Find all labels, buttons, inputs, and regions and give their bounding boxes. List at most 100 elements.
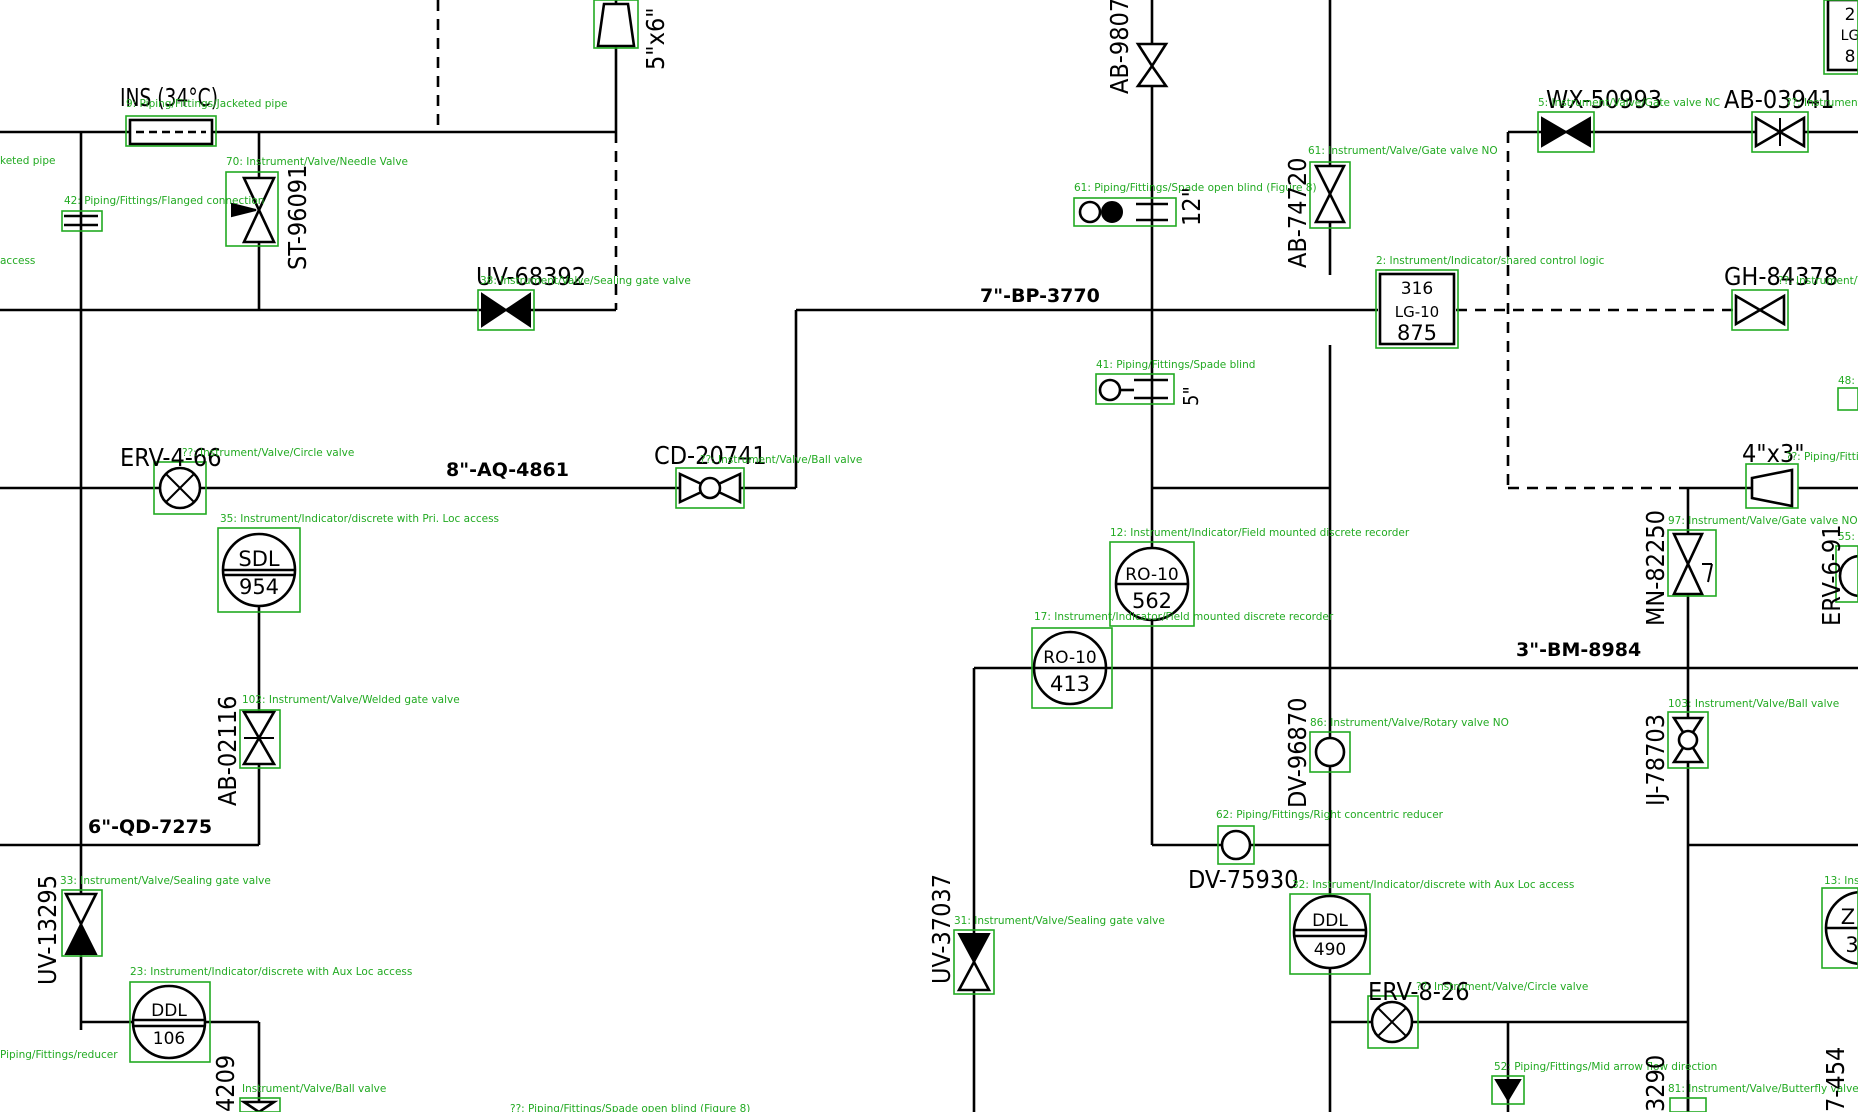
reducer-4x3-icon <box>1745 463 1799 509</box>
gate-valve-gh84378-icon <box>1731 289 1789 331</box>
recorder-ro562: RO-10 562 <box>1109 541 1195 627</box>
ddl106-top: DDL <box>151 1001 187 1021</box>
needle-valve-icon <box>225 171 279 247</box>
ann-ball2: 103: Instrument/Valve/Ball valve <box>1668 698 1839 710</box>
flanged-connection-icon <box>61 210 103 232</box>
concentric-reducer-icon <box>1217 825 1255 865</box>
ann-ab03941: ??: Instrument/Valve/... <box>1786 97 1858 109</box>
spade-blind-icon <box>1095 373 1175 405</box>
ann-ddl106: 23: Instrument/Indicator/discrete with A… <box>130 966 412 978</box>
ann-flanged: 42: Piping/Fittings/Flanged connection <box>64 195 264 207</box>
ann-spade-open: 61: Piping/Fittings/Spade open blind (Fi… <box>1074 182 1317 194</box>
ann-circle1: ??: Instrument/Valve/Circle valve <box>182 447 354 459</box>
tag-blind-5: 5" <box>1179 386 1203 406</box>
ball-valve-2-icon <box>1667 711 1709 769</box>
indicator-ddl490: DDL 490 <box>1289 893 1371 975</box>
tag-cd20741: CD-20741 <box>654 441 767 470</box>
ann-reducer-left: Piping/Fittings/reducer <box>0 1049 118 1061</box>
flow-arrow-icon <box>1491 1075 1525 1105</box>
gate-valve-no-icon <box>1309 161 1351 229</box>
tag-ab02116: AB-02116 <box>213 696 242 806</box>
tag-mn82250: MN-82250 <box>1641 510 1670 626</box>
sealing-gate-valve-2-icon <box>61 889 103 957</box>
ann-sdl: 35: Instrument/Indicator/discrete with P… <box>220 513 499 525</box>
ann-shared: 2: Instrument/Indicator/shared control l… <box>1376 255 1605 267</box>
sdl954-bottom: 954 <box>239 575 279 599</box>
tag-ins: INS (34°C) <box>120 83 218 112</box>
ddl106-bottom: 106 <box>153 1029 185 1049</box>
ann-rotary: 86: Instrument/Valve/Rotary valve NO <box>1310 717 1509 729</box>
lg875-top: 316 <box>1401 279 1433 299</box>
ann-55: 55: <box>1838 531 1855 543</box>
tag-uv13295: UV-13295 <box>33 875 62 985</box>
sealing-gate-valve-icon <box>477 289 535 331</box>
ann-concentric: 62: Piping/Fittings/Right concentric red… <box>1216 809 1444 821</box>
sealing-gate-valve-3-icon <box>953 929 995 995</box>
tag-partial-bottom-right: 7-454 <box>1821 1047 1850 1112</box>
ann-jacketed-left: keted pipe <box>0 155 55 167</box>
tag-erv826: ERV-8-26 <box>1368 977 1470 1006</box>
ann-access-left: access <box>0 255 35 267</box>
sdl954-top: SDL <box>238 547 280 571</box>
tag-partial-bottom-left: 4209 <box>211 1055 240 1112</box>
signal-lines <box>436 0 1733 490</box>
ann-jacketed: 9: Piping/Fittings/Jacketed pipe <box>126 98 287 110</box>
tag-partial-bottom-mid: 3290 <box>1641 1055 1670 1112</box>
tag-dv75930: DV-75930 <box>1188 865 1298 894</box>
ann-gate-no1: 61: Instrument/Valve/Gate valve NO <box>1308 145 1498 157</box>
ball-valve-icon <box>675 467 745 509</box>
rotary-valve-icon <box>1309 731 1351 773</box>
ann-ball1: ??: Instrument/Valve/Ball valve <box>700 454 862 466</box>
indicator-sdl954: SDL 954 <box>217 527 301 613</box>
ann-circle2: ??: Instrument/Valve/Circle valve <box>1416 981 1588 993</box>
ann-butterfly: 81: Instrument/Valve/Butterfly valve <box>1668 1083 1858 1095</box>
circle-valve-2-icon <box>1367 995 1419 1049</box>
indicator-ddl106: DDL 106 <box>129 981 211 1063</box>
edge-top: 2 <box>1845 5 1856 25</box>
edge-bottom: 8 <box>1845 47 1856 67</box>
tag-ab74720: AB-74720 <box>1283 158 1312 268</box>
ddl490-bottom: 490 <box>1314 940 1346 960</box>
tag-gh84378: GH-84378 <box>1724 262 1838 291</box>
line-id-aq: 8"-AQ-4861 <box>446 459 569 481</box>
ann-4x3: ??: Piping/Fittings/Re... <box>1786 451 1858 463</box>
ann-ro413: 17: Instrument/Indicator/Field mounted d… <box>1034 611 1334 623</box>
gate-valve-no-2-icon <box>1667 529 1717 597</box>
ro562-bottom: 562 <box>1132 589 1172 613</box>
edge-mid: LG <box>1841 28 1858 44</box>
ro413-top: RO-10 <box>1043 648 1096 668</box>
jacketed-pipe-icon <box>125 115 217 147</box>
tag-size-4x3: 4"x3" <box>1742 439 1805 468</box>
tag-uv37037: UV-37037 <box>927 874 956 984</box>
ann-13: 13: Ins <box>1824 875 1858 887</box>
gate-valve-nc-icon <box>1537 111 1595 153</box>
ann-sealing2: 33: Instrument/Valve/Sealing gate valve <box>60 875 271 887</box>
tag-uv68392: UV-68392 <box>476 262 586 291</box>
tag-wx50993: WX-50993 <box>1546 85 1662 114</box>
edge-fitting-icon <box>1837 387 1858 411</box>
ann-gh84378: ??: Instrument/Valve/Gate... <box>1778 275 1858 287</box>
line-id-bm: 3"-BM-8984 <box>1516 639 1641 661</box>
tag-erv691: ERV-6-91 <box>1817 524 1846 626</box>
butterfly-valve-icon <box>1669 1097 1707 1112</box>
ann-welded: 102: Instrument/Valve/Welded gate valve <box>242 694 460 706</box>
circle-valve-icon <box>153 461 207 515</box>
shared-control-logic-box: 316 LG-10 875 <box>1375 269 1459 349</box>
ann-spade-blind: 41: Piping/Fittings/Spade blind <box>1096 359 1255 371</box>
ann-sealing3: 31: Instrument/Valve/Sealing gate valve <box>954 915 1165 927</box>
ann-arrow: 52: Piping/Fittings/Mid arrow flow direc… <box>1494 1061 1717 1073</box>
edge-valve-icon <box>1835 545 1858 603</box>
tag-blind-12: 12" <box>1177 187 1206 226</box>
ann-48: 48: <box>1838 375 1855 387</box>
gate-valve-ab03941-icon <box>1751 111 1809 153</box>
tag-ab98071: AB-98071 <box>1105 0 1134 94</box>
tag-st96091: ST-96091 <box>283 165 312 270</box>
tag-dv96870: DV-96870 <box>1283 698 1312 808</box>
ann-bottom-left: Instrument/Valve/Ball valve <box>242 1083 386 1095</box>
ann-ddl490: 32: Instrument/Indicator/discrete with A… <box>1292 879 1574 891</box>
tag-ij78703: IJ-78703 <box>1641 714 1670 806</box>
tag-ab03941: AB-03941 <box>1724 85 1834 114</box>
partial-valve-bottom-icon <box>239 1097 281 1112</box>
